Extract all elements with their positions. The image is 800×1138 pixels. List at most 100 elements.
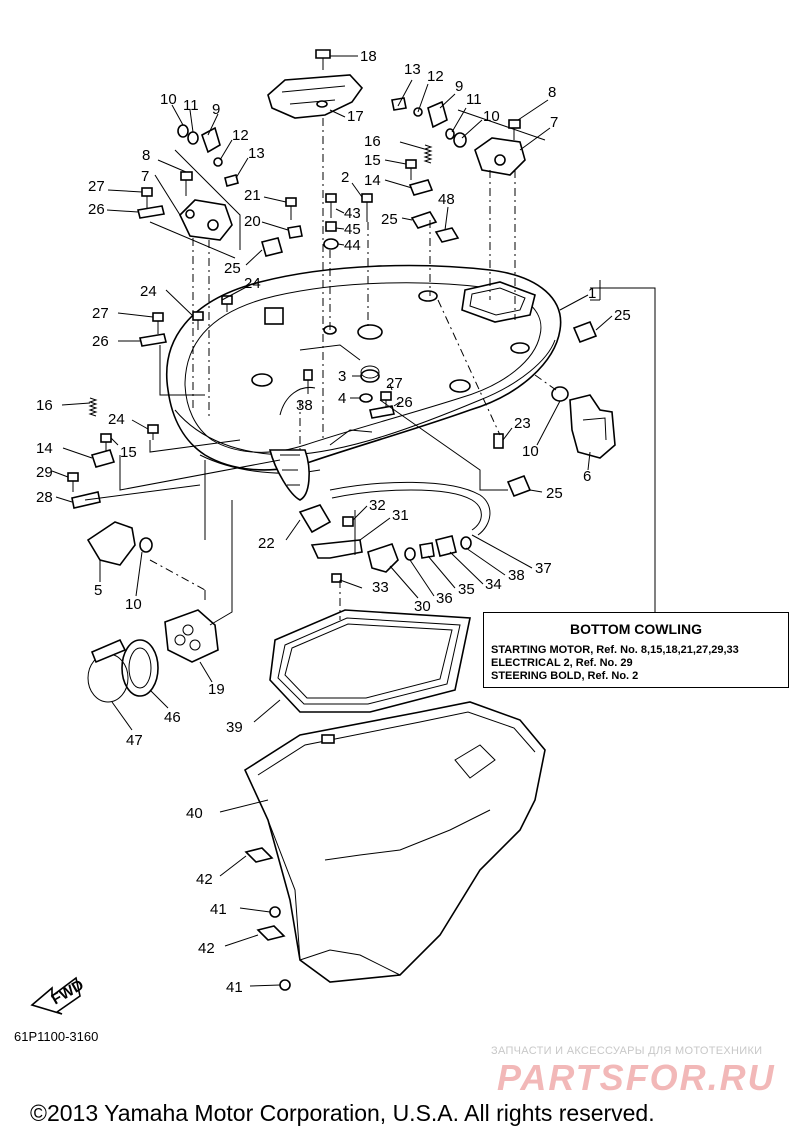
callout-3: 3 [338, 368, 346, 385]
fwd-arrow-icon: FWD [30, 976, 87, 1015]
callout-35: 35 [458, 581, 475, 598]
callout-8: 8 [548, 84, 556, 101]
callout-2: 2 [341, 169, 349, 186]
callout-29: 29 [36, 464, 53, 481]
callout-5: 5 [94, 582, 102, 599]
callout-26: 26 [92, 333, 109, 350]
callout-41: 41 [210, 901, 227, 918]
callout-11: 11 [466, 91, 482, 108]
assembly-lines [149, 118, 557, 620]
callout-38: 38 [508, 567, 525, 584]
label-48 [434, 227, 460, 243]
callout-38: 38 [296, 397, 313, 414]
callout-33: 33 [372, 579, 389, 596]
bottom-cowling-info-box: BOTTOM COWLING STARTING MOTOR, Ref. No. … [483, 612, 789, 688]
elbow-30 [367, 542, 399, 573]
pad-25-right [572, 320, 598, 344]
bracket-31 [310, 539, 363, 559]
plate-26-c [369, 405, 395, 419]
callout-27: 27 [92, 305, 109, 322]
small-38-upper [303, 369, 313, 381]
nut-41-b [279, 979, 291, 991]
callout-40: 40 [186, 805, 203, 822]
bolt-27-b [152, 312, 164, 334]
callout-14: 14 [36, 440, 53, 457]
nut-34 [435, 535, 457, 557]
plate-20 [287, 225, 303, 239]
callout-numbers: 18 17 13 12 9 11 10 8 7 16 15 14 2 43 45… [36, 48, 631, 996]
watermark-tagline: ЗАПЧАСТИ И АКСЕССУАРЫ ДЛЯ МОТОТЕХНИКИ [491, 1045, 763, 1057]
plate-26-b [139, 333, 167, 347]
bolt-24-c [147, 424, 159, 440]
part-12-13-right [391, 97, 423, 117]
info-line-steering: STEERING BOLD, Ref. No. 2 [491, 670, 639, 682]
callout-25: 25 [546, 485, 563, 502]
part-9-clip-left [201, 126, 221, 154]
callout-24: 24 [108, 411, 125, 428]
collar-45 [325, 221, 337, 232]
callout-48: 48 [438, 191, 455, 208]
callout-42: 42 [198, 940, 215, 957]
plate-26-a [137, 205, 165, 219]
nut-41-a [269, 906, 281, 918]
callout-15: 15 [364, 152, 381, 169]
bolt-29 [67, 472, 79, 492]
washer-36 [404, 547, 416, 561]
callout-7: 7 [550, 114, 558, 131]
callout-9: 9 [212, 101, 220, 118]
callout-16: 16 [364, 133, 381, 150]
callout-25: 25 [614, 307, 631, 324]
copyright-notice: ©2013 Yamaha Motor Corporation, U.S.A. A… [30, 1100, 655, 1126]
reference-lines [84, 109, 656, 626]
lower-cover-40 [243, 701, 546, 983]
clamp-14-top [408, 179, 434, 196]
part-18-bolt [315, 49, 331, 70]
callout-25: 25 [381, 211, 398, 228]
callout-13: 13 [248, 145, 265, 162]
callout-7: 7 [141, 168, 149, 185]
part-7-bracket-right [474, 137, 526, 176]
part-46-sleeve [121, 639, 159, 697]
callout-44: 44 [344, 237, 361, 254]
callout-41: 41 [226, 979, 243, 996]
part-17-cover [267, 74, 364, 119]
part-19-adapter [164, 609, 219, 663]
callout-30: 30 [414, 598, 431, 615]
callout-22: 22 [258, 535, 275, 552]
hose-route [329, 481, 491, 536]
callout-21: 21 [244, 187, 261, 204]
part-12-13-left [213, 157, 239, 187]
bolt-33 [331, 573, 342, 583]
callout-24: 24 [140, 283, 157, 300]
callout-47: 47 [126, 732, 143, 749]
pad-25-lower [506, 474, 532, 498]
callout-43: 43 [344, 205, 361, 222]
fitting-5 [86, 521, 136, 566]
callout-36: 36 [436, 590, 453, 607]
callout-46: 46 [164, 709, 181, 726]
bolt-2 [361, 193, 373, 222]
callout-17: 17 [347, 108, 364, 125]
callout-10: 10 [483, 108, 500, 125]
callout-23: 23 [514, 415, 531, 432]
bolt-21 [285, 197, 297, 220]
callout-18: 18 [360, 48, 377, 65]
callout-27: 27 [386, 375, 403, 392]
callout-8: 8 [142, 147, 150, 164]
grommet-10-left [139, 537, 153, 553]
screw-32 [342, 516, 354, 527]
washers-10-11-left [177, 124, 199, 145]
part-47-band [87, 638, 129, 703]
bolt-15-top [405, 159, 417, 180]
washers-10-11-right [445, 128, 467, 148]
info-box-title: BOTTOM COWLING [570, 621, 702, 637]
callout-28: 28 [36, 489, 53, 506]
bracket-6 [569, 394, 616, 459]
bolt-23 [493, 433, 504, 449]
callout-6: 6 [583, 468, 591, 485]
callout-34: 34 [485, 576, 502, 593]
bolt-27-a [141, 187, 153, 208]
callout-24: 24 [244, 275, 261, 292]
callout-13: 13 [404, 61, 421, 78]
